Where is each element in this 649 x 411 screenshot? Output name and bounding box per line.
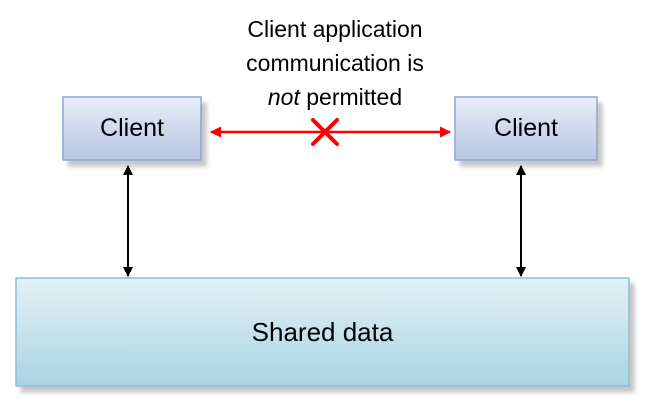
caption-line-2: communication is <box>246 50 424 76</box>
client-left-label: Client <box>100 114 164 142</box>
shared-data-box <box>15 277 630 387</box>
caption-line-3: not permitted <box>210 80 460 114</box>
caption-line-3-rest: permitted <box>299 84 403 110</box>
shared-data-label: Shared data <box>251 317 394 347</box>
communication-caption: Client application communication is not … <box>210 12 460 114</box>
client-left-box <box>62 96 202 161</box>
x-mark-icon <box>311 118 339 146</box>
client-right-box <box>454 96 598 161</box>
client-right-label: Client <box>494 114 558 142</box>
caption-emphasis: not <box>267 84 300 110</box>
caption-line-1: Client application <box>247 16 423 42</box>
